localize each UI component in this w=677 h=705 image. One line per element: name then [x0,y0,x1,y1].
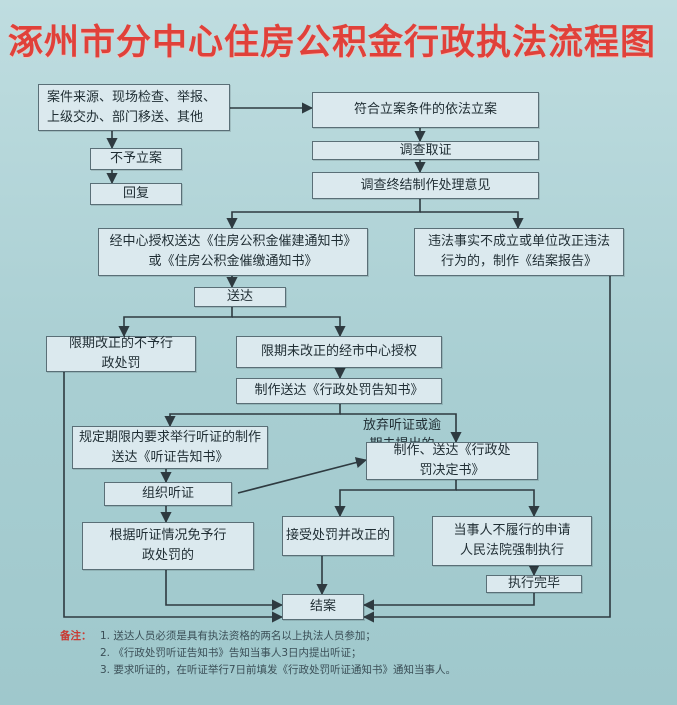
node-court-enforce: 当事人不履行的申请人民法院强制执行 [432,516,592,566]
node-organize-hearing: 组织听证 [104,482,232,506]
node-urge-notice: 经中心授权送达《住房公积金催建通知书》或《住房公积金催缴通知书》 [98,228,368,276]
node-case-closed: 结案 [282,594,364,620]
note-item: 3. 要求听证的，在听证举行7日前填发《行政处罚听证通知书》通知当事人。 [100,664,457,676]
node-accept-penalty: 接受处罚并改正的 [282,516,394,556]
node-no-filing: 不予立案 [90,148,182,170]
node-reply: 回复 [90,183,182,205]
node-deliver: 送达 [194,287,286,307]
node-opinion: 调查终结制作处理意见 [312,172,539,199]
node-exempt-after-hearing: 根据听证情况免予行政处罚的 [82,522,254,570]
note-item: 2. 《行政处罚听证告知书》告知当事人3日内提出听证； [100,647,362,659]
node-penalty-decision: 制作、送达《行政处罚决定书》 [366,442,538,480]
node-penalty-notice: 制作送达《行政处罚告知书》 [236,378,442,404]
node-investigate: 调查取证 [312,141,539,160]
node-close-report: 违法事实不成立或单位改正违法行为的，制作《结案报告》 [414,228,624,276]
node-case-source: 案件来源、现场检查、举报、上级交办、部门移送、其他 [38,84,230,131]
node-not-corrected: 限期未改正的经市中心授权 [236,336,442,368]
node-hearing-notice: 规定期限内要求举行听证的制作送达《听证告知书》 [72,426,268,469]
note-item: 1. 送达人员必须是具有执法资格的两名以上执法人员参加； [100,630,376,642]
node-filing: 符合立案条件的依法立案 [312,92,539,128]
chart-title: 涿州市分中心住房公积金行政执法流程图 [8,23,657,63]
node-execution-done: 执行完毕 [486,575,582,593]
notes-label: 备注： [60,630,92,642]
node-corrected-no-penalty: 限期改正的不予行政处罚 [46,336,196,372]
notes-section: 备注： 1. 送达人员必须是具有执法资格的两名以上执法人员参加； 2. 《行政处… [60,628,660,679]
